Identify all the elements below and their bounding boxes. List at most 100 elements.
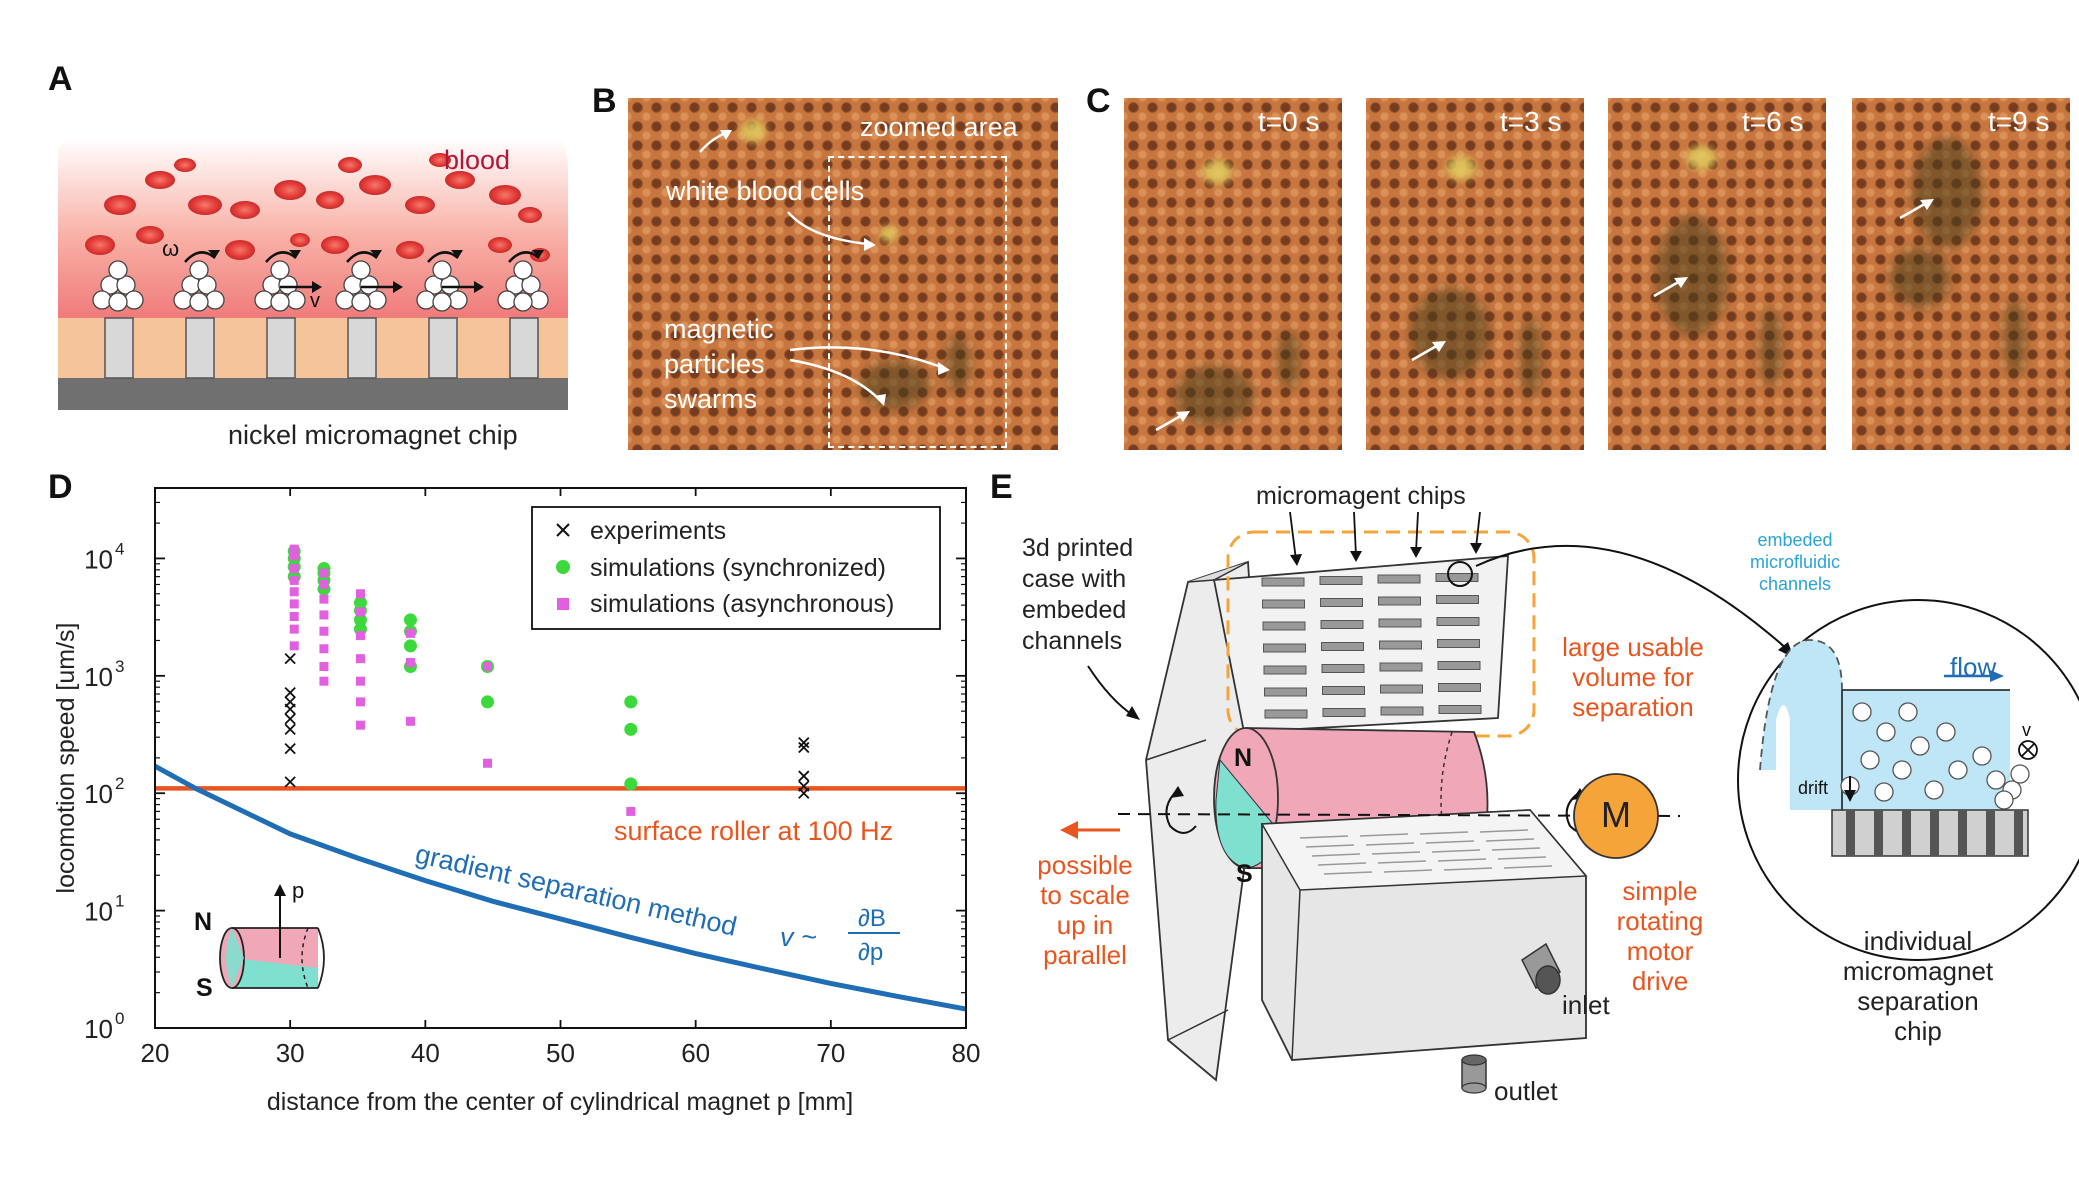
y-tick-exponent: 2 — [115, 774, 124, 793]
case-label-line3: embeded — [1022, 596, 1127, 624]
usable-volume-outline — [1226, 530, 1536, 738]
swarms-label-line2: particles — [664, 349, 765, 379]
y-axis-label: locomotion speed [um/s] — [52, 623, 80, 894]
embed-label-line3: channels — [1758, 574, 1832, 594]
x-tick-label: 50 — [546, 1038, 575, 1068]
chip-slot — [1322, 686, 1365, 695]
async-point — [289, 587, 299, 597]
experiment-point — [284, 723, 296, 735]
swarms-label-line1: magnetic — [664, 314, 774, 344]
inlet-label: inlet — [1562, 990, 1610, 1020]
legend-label-experiments: experiments — [590, 517, 726, 545]
sync-point — [624, 695, 638, 709]
lower-slot — [1311, 853, 1361, 857]
frame-3 — [1852, 98, 2070, 450]
scale-label-line4: parallel — [1043, 940, 1127, 970]
frame-2 — [1608, 98, 1826, 450]
chip-slot — [1437, 661, 1481, 670]
large-volume-label-line1: large usable — [1562, 632, 1704, 662]
lower-slot — [1323, 871, 1373, 875]
sync-point — [353, 622, 367, 636]
async-point — [289, 551, 299, 561]
inset-s-label: S — [196, 974, 213, 1002]
lower-slot — [1299, 835, 1349, 839]
inset-magnet-icon — [219, 884, 325, 989]
sync-point — [287, 570, 301, 584]
plot-frame — [154, 487, 967, 1029]
magnet-cylinder — [1245, 727, 1489, 871]
sync-point — [481, 695, 495, 709]
chip-label: nickel micromagnet chip — [228, 420, 518, 450]
scale-label-line1: possible — [1037, 850, 1133, 880]
chip-slot — [1380, 684, 1423, 694]
motor-symbol: M — [1601, 794, 1631, 835]
y-tick-label: 10 — [84, 897, 113, 927]
chip-slot — [1435, 573, 1479, 582]
lower-slot — [1431, 849, 1481, 853]
async-point — [405, 628, 415, 638]
y-tick-exponent: 0 — [115, 1009, 124, 1028]
chip-inset — [1737, 599, 2079, 961]
inset-particles — [1840, 702, 2030, 810]
chip-slot — [1320, 620, 1364, 629]
y-tick-label: 10 — [84, 544, 113, 574]
frame-1 — [1366, 98, 1584, 450]
embed-label-line1: embeded — [1757, 530, 1833, 550]
panel-b-label: B — [592, 82, 617, 120]
sync-point — [403, 613, 417, 627]
chip-slot — [1378, 618, 1422, 628]
sync-point — [353, 596, 367, 610]
rotation-arrows — [184, 251, 540, 263]
async-point — [319, 568, 329, 578]
async-point — [405, 657, 415, 667]
chip-slot — [1264, 709, 1308, 719]
inset-chip-base — [1831, 809, 2029, 857]
y-tick-label: 10 — [84, 662, 113, 692]
panel-c-label: C — [1086, 82, 1111, 120]
x-axis-label: distance from the center of cylindrical … — [267, 1088, 853, 1116]
large-volume-label-line3: separation — [1572, 692, 1694, 722]
sync-point — [287, 544, 301, 558]
experiment-point — [284, 776, 296, 788]
async-point — [319, 662, 329, 672]
async-point — [355, 589, 365, 599]
case-label-line2: case with — [1022, 565, 1127, 593]
y-tick-exponent: 4 — [115, 539, 124, 558]
y-tick-label: 10 — [84, 1014, 113, 1044]
drift-label: drift — [1798, 778, 1829, 798]
frame-2-time: t=6 s — [1742, 106, 1804, 137]
omega-label: ω — [162, 236, 180, 261]
chip-slot — [1262, 599, 1305, 609]
frame-1-time: t=3 s — [1500, 106, 1562, 137]
async-point — [355, 676, 365, 686]
chip-slot — [1319, 576, 1363, 585]
experiment-point — [284, 713, 296, 725]
gradient-label: gradient separation method — [413, 839, 740, 942]
zoomed-area-label: zoomed area — [860, 112, 1018, 142]
async-point — [289, 544, 299, 554]
async-point — [355, 697, 365, 707]
top-chip-panel — [1212, 555, 1509, 733]
chip-slot — [1263, 665, 1307, 675]
motor-label-line1: simple — [1622, 876, 1698, 906]
sync-point — [317, 566, 331, 580]
lower-slot — [1437, 858, 1487, 862]
lower-slot — [1371, 851, 1421, 855]
x-tick-label: 60 — [681, 1038, 710, 1068]
async-point — [626, 806, 636, 816]
chip-base — [58, 378, 568, 410]
scale-label-line3: up in — [1056, 910, 1114, 940]
chip-slot — [1320, 598, 1363, 607]
frame-0-time: t=0 s — [1258, 106, 1320, 137]
chips-label: micromagent chips — [1256, 482, 1466, 510]
lower-slot — [1365, 842, 1415, 846]
flow-label: flow — [1950, 652, 1997, 682]
experiment-point — [284, 703, 296, 715]
chip-slot — [1437, 639, 1480, 648]
async-point — [289, 564, 299, 574]
legend-label-async: simulations (asynchronous) — [590, 590, 894, 618]
chip-slot — [1321, 642, 1364, 651]
end-cap — [1145, 560, 1261, 1082]
gradient-eq-den: ∂p — [858, 939, 883, 966]
chip-slot — [1378, 596, 1421, 606]
